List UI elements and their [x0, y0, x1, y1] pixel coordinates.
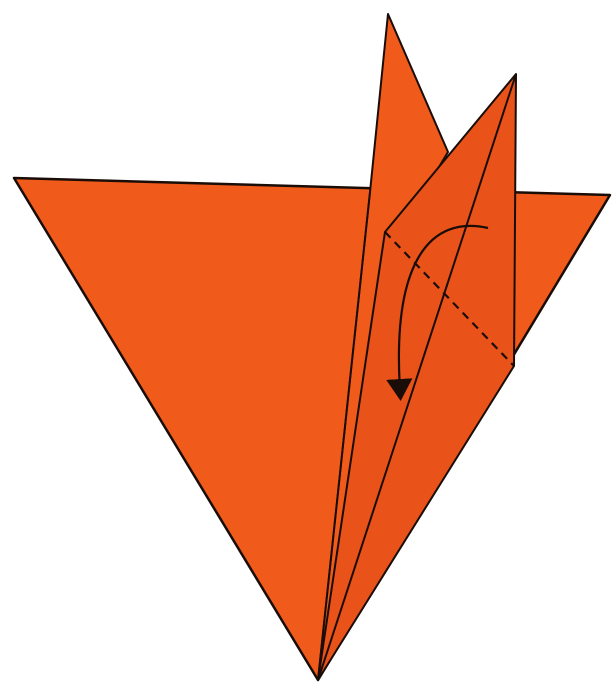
paper-base-triangle: [14, 178, 610, 680]
